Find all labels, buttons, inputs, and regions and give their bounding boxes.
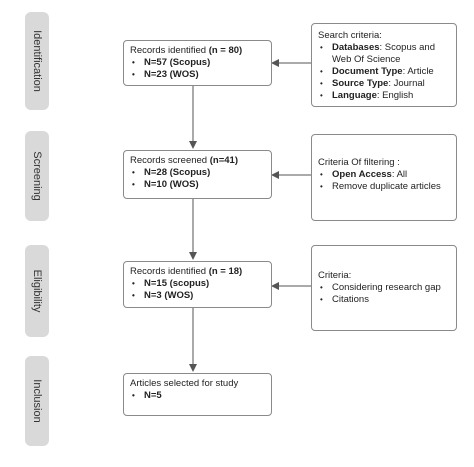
list-item: Document Type: Article [320,66,450,78]
box-articles-selected: Articles selected for study N=5 [123,373,272,416]
list-item: Open Access: All [320,169,450,181]
list-item: Databases: Scopus and Web Of Science [320,42,450,66]
list-item: Considering research gap [320,282,450,294]
box-filtering-criteria: Criteria Of filtering : Open Access: All… [311,134,457,221]
box-records-eligible-title: Records identified (n = 18) [130,266,243,277]
box-search-criteria: Search criteria: Databases: Scopus and W… [311,23,457,107]
list-item: N=5 [132,390,265,402]
box-search-criteria-title: Search criteria: [318,30,382,41]
list-item: N=23 (WOS) [132,69,265,81]
list-item: Citations [320,294,450,306]
box-records-identified: Records identified (n = 80) N=57 (Scopus… [123,40,272,86]
box-records-eligible: Records identified (n = 18) N=15 (scopus… [123,261,272,308]
box-filtering-criteria-title: Criteria Of filtering : [318,157,400,168]
stage-inclusion: Inclusion [25,356,49,446]
list-item: N=15 (scopus) [132,278,265,290]
stage-eligibility: Eligibility [25,245,49,337]
box-records-screened-title: Records screened (n=41) [130,155,238,166]
stage-screening: Screening [25,131,49,221]
list-item: Language: English [320,90,450,102]
box-eligibility-criteria-title: Criteria: [318,270,352,281]
list-item: N=28 (Scopus) [132,167,265,179]
list-item: N=3 (WOS) [132,290,265,302]
list-item: N=57 (Scopus) [132,57,265,69]
box-records-identified-title: Records identified (n = 80) [130,45,243,56]
list-item: Source Type: Journal [320,78,450,90]
box-eligibility-criteria: Criteria: Considering research gap Citat… [311,245,457,331]
list-item: N=10 (WOS) [132,179,265,191]
box-articles-selected-title: Articles selected for study [130,378,239,389]
box-records-screened: Records screened (n=41) N=28 (Scopus) N=… [123,150,272,199]
list-item: Remove duplicate articles [320,181,450,193]
stage-identification: Identification [25,12,49,110]
